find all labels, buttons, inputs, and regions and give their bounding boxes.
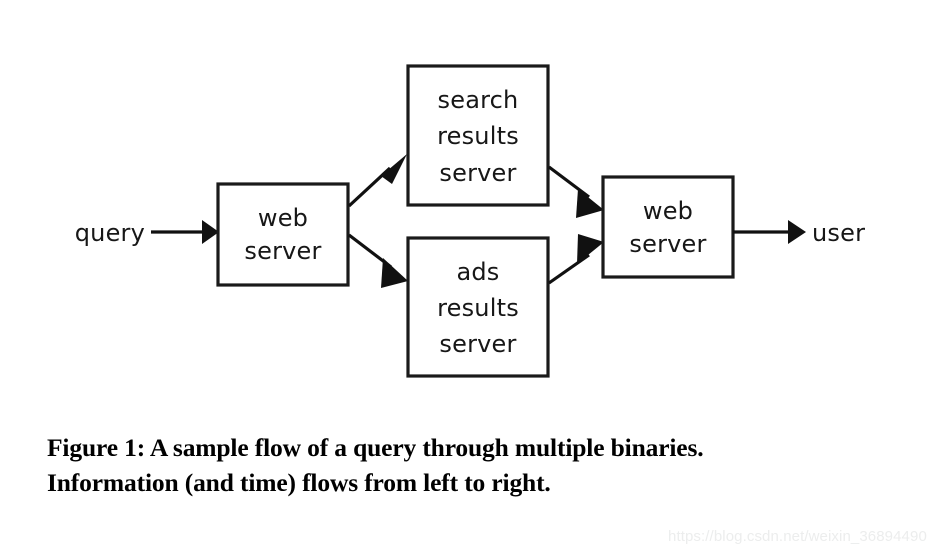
flow-diagram: query web server search results server <box>75 64 865 378</box>
node-search-results-server[interactable]: search results server <box>406 64 550 207</box>
ads-results-server-box[interactable] <box>406 236 550 378</box>
node-ads-results-server[interactable]: ads results server <box>406 236 550 378</box>
query-label: query <box>75 219 145 247</box>
web-server-aggregator-line2: server <box>629 230 706 258</box>
edge-web-server-to-ads <box>348 233 408 288</box>
user-label: user <box>812 219 865 247</box>
ads-arrow-head <box>381 258 408 288</box>
search-results-server-line3: server <box>439 159 516 187</box>
ads-out-arrow-head <box>577 234 604 264</box>
search-arrow-head <box>381 154 407 184</box>
edge-query-to-web-server <box>151 220 219 244</box>
web-server-frontend-box[interactable] <box>216 182 350 287</box>
watermark-text: https://blog.csdn.net/weixin_36894490 <box>668 528 927 545</box>
search-results-server-line2: results <box>437 122 519 150</box>
node-web-server-frontend[interactable]: web server <box>216 182 350 287</box>
figure-caption: Figure 1: A sample flow of a query throu… <box>47 430 915 500</box>
user-arrow-head <box>788 220 806 244</box>
query-arrow-head <box>202 220 219 244</box>
caption-line-1: Figure 1: A sample flow of a query throu… <box>47 433 704 462</box>
search-out-arrow-shaft <box>548 165 590 199</box>
ads-results-server-line2: results <box>437 294 519 322</box>
search-out-arrow-head <box>576 189 604 218</box>
edge-web-server-to-user <box>733 220 806 244</box>
edge-ads-to-web-server <box>548 234 604 285</box>
search-results-server-line1: search <box>438 86 519 114</box>
ads-out-arrow-shaft <box>548 253 590 285</box>
node-web-server-aggregator[interactable]: web server <box>601 175 735 279</box>
web-server-aggregator-box[interactable] <box>601 175 735 279</box>
ads-results-server-line1: ads <box>456 258 499 286</box>
caption-line-2: Information (and time) flows from left t… <box>47 468 551 497</box>
web-server-aggregator-line1: web <box>643 197 693 225</box>
edge-search-to-web-server <box>548 165 604 218</box>
edge-web-server-to-search <box>347 154 407 208</box>
ads-results-server-line3: server <box>439 330 516 358</box>
web-server-frontend-line2: server <box>244 237 321 265</box>
search-results-server-box[interactable] <box>406 64 550 207</box>
web-server-frontend-line1: web <box>258 204 308 232</box>
